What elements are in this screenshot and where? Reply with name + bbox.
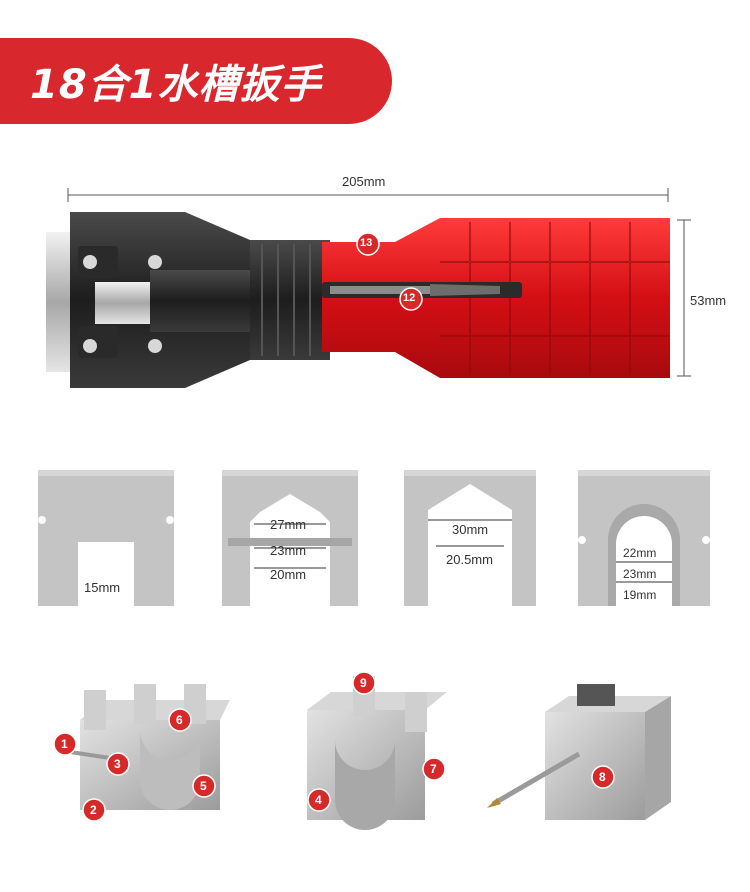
part-illustration-b	[307, 676, 447, 830]
jaw-3-size-1: 30mm	[452, 522, 489, 537]
part-badge-5-label: 5	[200, 779, 207, 793]
jaw-2-size-2: 23mm	[270, 543, 307, 558]
part-badge-8-icon	[591, 765, 615, 789]
page-title: 18合1水槽扳手	[30, 62, 322, 108]
jaw-panel-4	[578, 470, 710, 606]
part-badge-2-label: 2	[90, 803, 97, 817]
jaw-2-size-3: 20mm	[270, 567, 307, 582]
badge-13-icon	[356, 232, 380, 256]
badge-13-label: 13	[360, 237, 373, 249]
jaw-4-size-1: 22mm	[623, 546, 657, 560]
part-badge-5-icon	[192, 774, 216, 798]
jaw-4-size-2: 23mm	[623, 567, 657, 581]
badge-12-label: 12	[403, 292, 416, 304]
part-badge-6-label: 6	[176, 713, 183, 727]
jaw-panel-1	[38, 470, 174, 606]
diameter-label: 53mm	[690, 293, 727, 308]
part-badge-1-label: 1	[61, 737, 68, 751]
part-badge-2-icon	[82, 798, 106, 822]
jaw-4-size-3: 19mm	[623, 588, 657, 602]
part-badge-7-label: 7	[430, 762, 437, 776]
part-illustration-a	[69, 684, 230, 810]
length-label: 205mm	[342, 174, 386, 189]
part-illustration-c	[487, 684, 671, 820]
badge-12-icon	[399, 287, 423, 311]
jaw-1-size-1: 15mm	[84, 580, 121, 595]
part-badge-6-icon	[168, 708, 192, 732]
part-badge-9-icon	[352, 671, 376, 695]
part-badge-1-icon	[53, 732, 77, 756]
jaw-2-size-1: 27mm	[270, 517, 307, 532]
jaw-panel-3	[404, 470, 536, 606]
part-badge-4-icon	[307, 788, 331, 812]
title-banner: 18合1水槽扳手	[0, 38, 392, 124]
jaw-panel-2	[222, 470, 358, 606]
part-badge-4-label: 4	[315, 793, 322, 807]
part-badge-3-label: 3	[114, 757, 121, 771]
part-badge-9-label: 9	[360, 676, 367, 690]
jaw-3-size-2: 20.5mm	[446, 552, 493, 567]
part-badge-8-label: 8	[599, 770, 606, 784]
part-badge-7-icon	[422, 757, 446, 781]
part-badge-3-icon	[106, 752, 130, 776]
